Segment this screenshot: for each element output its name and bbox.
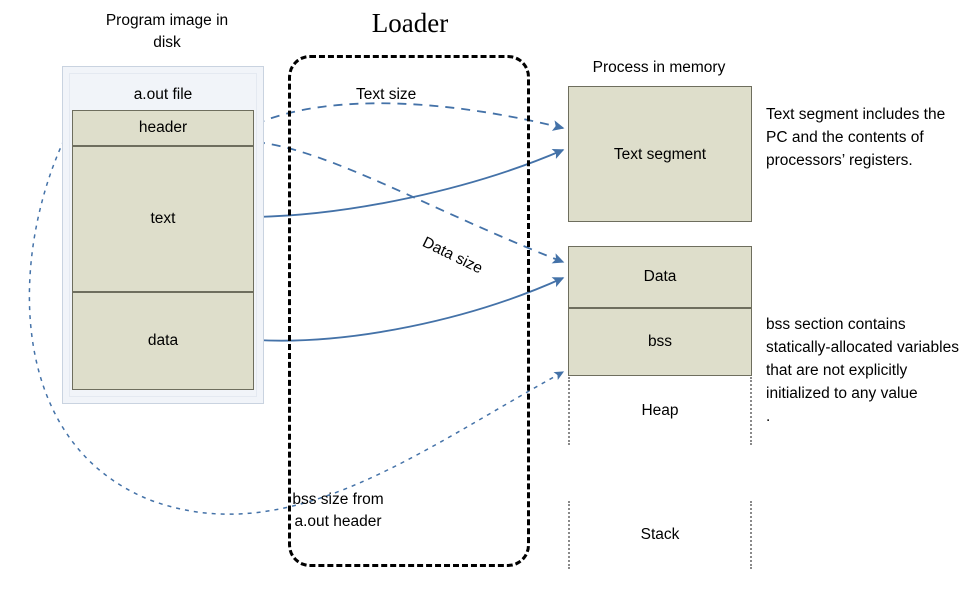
memory-title: Process in memory — [592, 59, 726, 76]
disk-segment-data: data — [72, 292, 254, 390]
disk-segment-text: text — [72, 146, 254, 292]
memory-region-bss: bss — [568, 308, 752, 376]
bss-size-label: bss size from a.out header — [292, 491, 384, 530]
text-segment-note: Text segment includes the PC and the con… — [766, 106, 946, 169]
aout-file-label: a.out file — [133, 86, 193, 103]
memory-region-heap: Heap — [568, 377, 752, 445]
disk-title: Program image in disk — [105, 12, 229, 51]
loader-boundary-box — [288, 55, 530, 567]
memory-region-data: Data — [568, 246, 752, 308]
loader-title: Loader — [371, 8, 449, 38]
text-size-label: Text size — [356, 86, 417, 103]
bss-note: bss section contains statically-allocate… — [766, 316, 959, 425]
disk-segment-header: header — [72, 110, 254, 146]
memory-region-stack: Stack — [568, 501, 752, 569]
memory-region-text-segment: Text segment — [568, 86, 752, 222]
